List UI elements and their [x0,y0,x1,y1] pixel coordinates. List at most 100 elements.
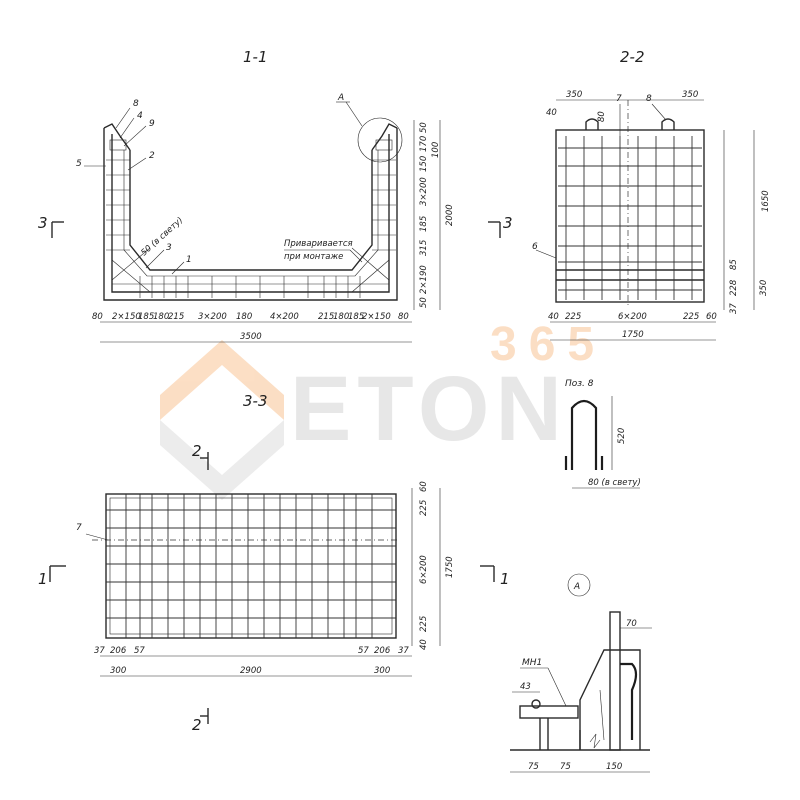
detail-a-title: А [573,582,580,592]
callout-3: 3 [166,243,172,253]
detail-a-b0: 75 [528,762,539,772]
callout-5: 5 [76,159,82,169]
dim-3-3-b2: 57 [134,646,145,656]
dim-2-2-r350: 350 [759,280,769,296]
dim-1-1-r8: 50 [419,297,429,308]
watermark-number: 365 [490,318,606,371]
detail-a-d70: 70 [626,619,637,629]
view-2-2: 350 350 40 80 7 8 6 3 40 225 6×200 225 6… [488,90,771,341]
detail-a-b2: 150 [606,762,622,772]
dim-3-3-b4: 206 [374,646,391,656]
dim-2-2-total: 1750 [622,330,644,340]
watermark-logo-lower [160,420,284,500]
section-title-3-3: 3-3 [243,392,268,410]
view-3-3-grid [106,494,396,638]
weld-note-line2: при монтаже [284,252,343,262]
dim-3-3-b3: 57 [358,646,369,656]
view-1-1: А 8 4 9 5 2 3 1 50 (в свету) Приваривает… [38,93,455,343]
dim-2-2-b2: 6×200 [618,312,647,322]
dim-1-1-r7: 2×190 [419,265,429,294]
dim-1-1-b8: 215 [318,312,334,322]
callout-1: 1 [186,255,192,265]
dim-2-2-d80: 80 [597,111,607,122]
cut-3-left: 3 [38,214,48,232]
dim-1-1-b11: 2×150 [362,312,391,322]
dim-3-3-r0: 60 [419,481,429,492]
dim-2-2-h: 1650 [761,190,771,212]
dim-2-2-b4: 60 [706,312,717,322]
callout-9: 9 [149,119,155,129]
callout-7-22: 7 [616,94,622,104]
section-title-2-2: 2-2 [620,48,645,66]
poz8-detail: 520 80 (в свету) [564,396,641,489]
section-title-1-1: 1-1 [243,48,268,66]
dim-1-1-b1: 2×150 [112,312,141,322]
dim-3-3-b21: 2900 [240,666,262,676]
view-2-2-grid [558,136,702,300]
dim-1-1-b5: 3×200 [198,312,227,322]
dim-3-3-height: 1750 [445,556,455,578]
dims-1-1-bottom: 80 2×150 185 180 215 3×200 180 4×200 215… [92,312,409,322]
dim-1-1-b10: 185 [348,312,364,322]
detail-a: А МН1 70 43 75 75 150 [510,573,652,773]
right-wall-rebar [372,159,396,251]
dim-1-1-b3: 180 [153,312,169,322]
dim-1-1-r3: 150 [419,156,429,172]
cut-2-top: 2 [192,442,202,460]
dims-1-1-right: 50 170 100 150 3×200 185 315 2×190 50 [419,122,441,308]
detail-a-circle [357,117,403,163]
cut-2-bottom: 2 [192,716,202,734]
left-wall-rebar [106,159,130,251]
dim-3-3-b0: 37 [94,646,105,656]
callout-7-33: 7 [76,523,82,533]
watermark-logo [160,340,284,420]
dim-2-2-r85: 85 [729,259,739,270]
dim-3-3-r4: 40 [419,639,429,650]
dim-1-1-b0: 80 [92,312,103,322]
callout-4: 4 [137,111,143,121]
dim-2-2-top-right: 350 [682,90,698,100]
callout-8-22: 8 [646,94,652,104]
dim-2-2-b3: 225 [683,312,699,322]
dim-1-1-b12: 80 [398,312,409,322]
callout-2: 2 [149,151,155,161]
weld-note-line1: Приваривается [284,239,353,249]
dim-2-2-b1: 225 [565,312,581,322]
dim-1-1-r2: 100 [431,142,441,158]
view-3-3: 7 2 2 1 1 37 206 57 57 206 37 300 2900 3… [38,442,510,734]
dim-1-1-r4: 3×200 [419,177,429,206]
detail-a-mh1: МН1 [522,658,542,668]
detail-a-d43: 43 [520,682,531,692]
dim-2-2-top-left: 350 [566,90,582,100]
cut-1-right: 1 [500,570,510,588]
callout-6: 6 [532,242,538,252]
detail-a-b1: 75 [560,762,571,772]
poz8-title: Поз. 8 [565,379,594,389]
detail-a-ref: А [337,93,344,103]
dim-2-2-r228: 228 [729,279,739,296]
dim-1-1-b6: 180 [236,312,252,322]
dim-1-1-r6: 315 [419,240,429,256]
watermark: 365 ETON [160,318,606,500]
dim-3-3-r2: 6×200 [419,555,429,584]
dim-1-1-r0: 50 [419,122,429,133]
dim-1-1-total: 3500 [240,332,262,342]
dim-1-1-b2: 185 [138,312,154,322]
dim-1-1-b7: 4×200 [270,312,299,322]
cut-3-right: 3 [503,214,513,232]
cut-1-left: 1 [38,570,48,588]
dim-3-3-b22: 300 [374,666,390,676]
callout-8: 8 [133,99,139,109]
poz8-height: 520 [617,428,627,444]
dim-2-2-b0: 40 [548,312,559,322]
dim-2-2-d40: 40 [546,108,557,118]
watermark-brand: ETON [290,358,568,460]
dim-1-1-b9: 180 [333,312,349,322]
bottom-slab-rebar [139,276,361,298]
dim-3-3-b1: 206 [110,646,127,656]
dim-3-3-r1: 225 [419,500,429,516]
poz8-gap: 80 (в свету) [588,478,641,488]
dim-3-3-r3: 225 [419,616,429,632]
dim-3-3-b20: 300 [110,666,126,676]
